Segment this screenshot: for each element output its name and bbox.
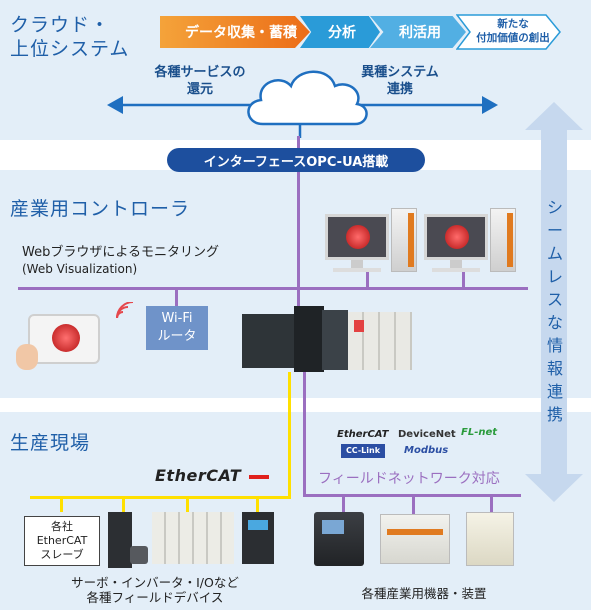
cloud-link-upper (297, 136, 300, 150)
wifi-signal-icon (116, 302, 134, 319)
fieldnet-drop-1 (342, 494, 345, 514)
cabinet-equipment (466, 512, 514, 566)
industrial-controller (242, 306, 412, 374)
web-monitoring-label: Webブラウザによるモニタリング (Web Visualization) (22, 245, 219, 276)
compressor-equipment (380, 514, 450, 564)
pc1-drop-line (366, 268, 369, 288)
pc2-drop-line (462, 268, 465, 288)
flow-step-collect: データ収集・蓄積 (160, 16, 310, 48)
fieldnet-vertical-line (303, 372, 306, 496)
cloud-zone-title: クラウド・ 上位システム (10, 14, 130, 60)
ethercat-slave-box: 各社 EtherCAT スレーブ (24, 516, 100, 566)
modbus-logo: Modbus (404, 445, 449, 456)
ethercat-drop-io (186, 496, 189, 512)
fieldnet-drop-2 (412, 494, 415, 516)
monitoring-network-line (18, 287, 528, 290)
industrial-equipment-caption: 各種産業用機器・装置 (361, 586, 487, 601)
ethercat-drop-slave (60, 496, 63, 512)
io-unit (152, 512, 234, 564)
cclink-logo: CC-Link (341, 444, 385, 458)
opc-ua-interface-badge: インターフェースOPC-UA搭載 (167, 148, 425, 172)
field-devices-caption: サーボ・インバータ・I/Oなど 各種フィールドデバイス (71, 575, 239, 605)
fieldnet-drop-3 (490, 494, 493, 514)
ethercat-network-logo: EtherCAT (337, 429, 389, 440)
flow-step-new-value: 新たな 付加価値の創出 (476, 18, 550, 44)
ethercat-bus-line (30, 496, 291, 499)
system-integration-label: 異種システム 連携 (361, 65, 439, 97)
servo-drive (108, 512, 148, 570)
ethercat-vertical-line (288, 372, 291, 498)
seamless-arrow (525, 102, 583, 502)
flow-step-utilize: 利活用 (370, 16, 466, 48)
zone-gap (0, 398, 591, 412)
cloud-connection-graphic (107, 70, 498, 138)
inkjet-printer-equipment (314, 512, 370, 566)
field-zone-title: 生産現場 (10, 432, 91, 454)
field-network-label: フィールドネットワーク対応 (318, 471, 500, 487)
service-return-label: 各種サービスの 還元 (154, 65, 246, 97)
seamless-info-label: シーム レスな 情報連 携 (546, 198, 563, 424)
devicenet-logo: DeviceNet (398, 429, 456, 440)
opcua-vertical-line (297, 172, 300, 312)
flow-step-new-value-outline (456, 14, 561, 50)
flnet-logo: FL-net (461, 427, 498, 438)
ethercat-logo: EtherCAT (155, 466, 270, 485)
ethercat-drop-inverter (256, 496, 259, 512)
tablet-device (16, 314, 100, 370)
wifi-router: Wi-Fi ルータ (146, 306, 208, 350)
flow-step-analyze: 分析 (300, 16, 380, 48)
cloud-icon (247, 70, 368, 126)
wifi-drop-line (175, 287, 178, 309)
controller-zone-title: 産業用コントローラ (10, 198, 191, 220)
inverter (242, 512, 274, 564)
ethercat-drop-servo (122, 496, 125, 512)
